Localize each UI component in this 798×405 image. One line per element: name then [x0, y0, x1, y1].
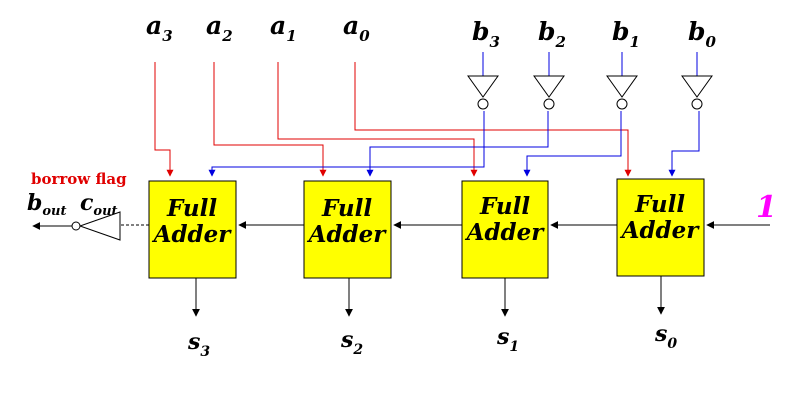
input-label-a3: a3 — [146, 11, 173, 45]
wire-b2 — [366, 111, 549, 177]
full-adder-1: Full Adder — [461, 180, 549, 279]
input-label-a0: a0 — [343, 11, 370, 45]
carry-in-label: 1 — [756, 190, 777, 225]
adder-1-line2: Adder — [465, 219, 546, 246]
wire-b0 — [668, 111, 700, 177]
inverter-b2 — [533, 75, 565, 110]
input-label-b3: b3 — [472, 17, 500, 51]
input-label-a1: a1 — [270, 11, 297, 45]
input-label-b1: b1 — [612, 17, 640, 51]
full-adder-3: Full Adder — [148, 180, 237, 279]
input-label-b2: b2 — [538, 17, 566, 51]
b-wires — [208, 52, 700, 177]
b-out-label: bout — [27, 190, 67, 219]
input-label-b0: b0 — [688, 17, 716, 51]
inverter-b1 — [606, 75, 638, 110]
adder-0-line1: Full — [634, 191, 685, 218]
full-adder-0: Full Adder — [616, 178, 705, 277]
inverter-b3 — [467, 75, 499, 110]
adder-3-line1: Full — [166, 195, 217, 222]
adder-0-line2: Adder — [620, 217, 701, 244]
output-label-s1: s1 — [496, 324, 519, 355]
wire-a1 — [277, 62, 478, 177]
input-label-a2: a2 — [206, 11, 233, 45]
borrow-inverter — [71, 211, 121, 241]
adder-1-line1: Full — [479, 193, 530, 220]
output-label-s3: s3 — [187, 329, 210, 360]
borrow-flag-label: borrow flag — [31, 170, 127, 188]
adder-3-line2: Adder — [152, 221, 233, 248]
output-label-s0: s0 — [654, 321, 677, 352]
wire-b1 — [523, 111, 622, 177]
adder-2-line1: Full — [321, 195, 372, 222]
inverter-b0 — [681, 75, 713, 110]
wire-b3 — [208, 111, 485, 177]
output-label-s2: s2 — [340, 327, 363, 358]
a-wires — [154, 62, 632, 177]
adder-2-line2: Adder — [307, 221, 388, 248]
wire-a3 — [154, 62, 174, 177]
wire-a0 — [354, 62, 632, 177]
wire-a2 — [213, 62, 327, 177]
full-adder-2: Full Adder — [303, 180, 392, 279]
